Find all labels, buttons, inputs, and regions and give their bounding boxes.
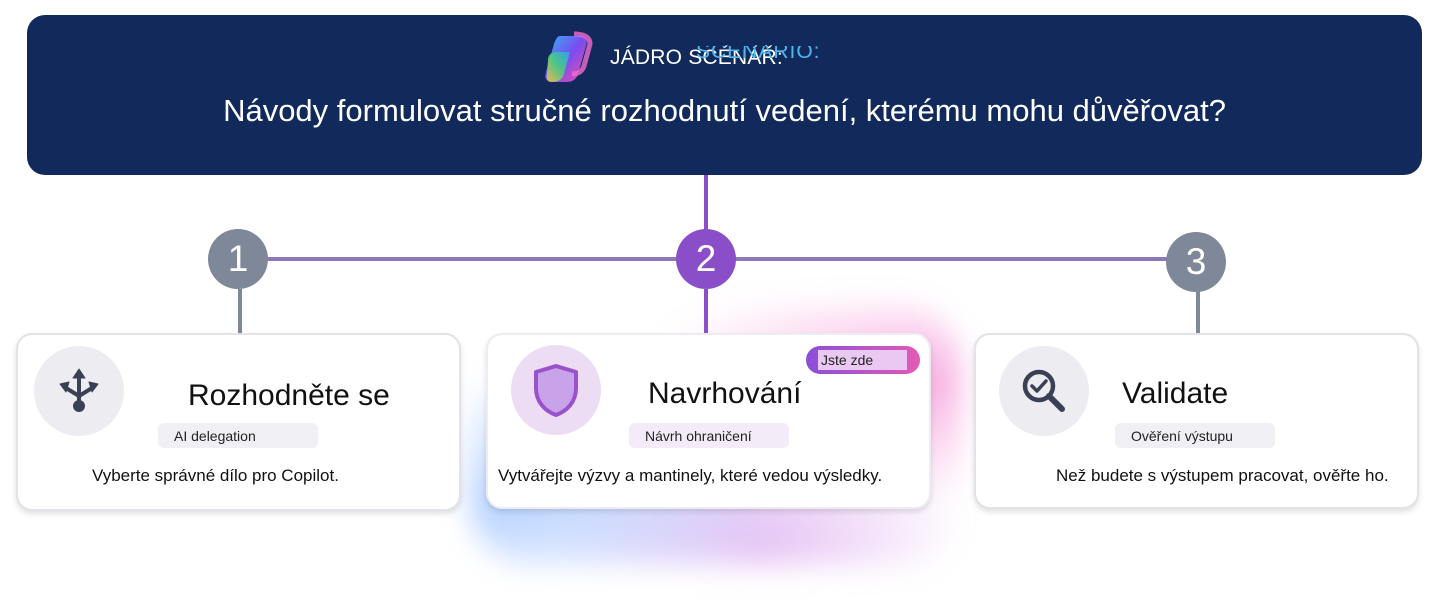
scenario-question: Návody formulovat stručné rozhodnutí ved…: [223, 93, 1226, 128]
header-kicker-row: JÁDRO SCÉNÁŘ:: [540, 30, 783, 86]
step-3-title: Validate: [1122, 377, 1229, 410]
step-2-circle: 2: [676, 229, 736, 289]
step-3-circle: 3: [1166, 232, 1226, 292]
step-1-icon-circle: [34, 346, 124, 436]
step-3-description: Než budete s výstupem pracovat, ověřte h…: [1056, 466, 1389, 485]
shield-icon: [534, 364, 578, 417]
step-1-title: Rozhodněte se: [188, 379, 390, 412]
you-are-here-badge: Jste zde: [806, 346, 920, 374]
step-2-icon-circle: [511, 345, 601, 435]
step-1-circle: 1: [208, 229, 268, 289]
step-1-card[interactable]: Rozhodněte se AI delegation Vyberte sprá…: [16, 333, 461, 511]
step-1-tag: AI delegation: [158, 423, 318, 448]
step-3-tag: Ověření výstupu: [1115, 423, 1275, 448]
scenario-kicker: JÁDRO SCÉNÁŘ:: [610, 46, 783, 69]
step-2-tag: Návrh ohraničení: [629, 423, 789, 448]
scenario-kicker-ghost: SCENARIO:: [696, 46, 821, 58]
you-are-here-label: Jste zde: [818, 350, 908, 370]
scenario-header: JÁDRO SCÉNÁŘ: Návody formulovat stručné …: [27, 15, 1422, 175]
step-2-title: Navrhování: [648, 377, 802, 410]
search-check-icon: [1022, 369, 1065, 412]
step-2-description: Vytvářejte výzvy a mantinely, které vedo…: [498, 466, 883, 485]
step-3-icon-circle: [999, 346, 1089, 436]
step-3-card[interactable]: Validate Ověření výstupu Než budete s vý…: [974, 333, 1419, 509]
step-1-description: Vyberte správné dílo pro Copilot.: [92, 466, 339, 485]
copilot-logo: [545, 31, 593, 82]
split-arrows-icon: [59, 368, 99, 412]
